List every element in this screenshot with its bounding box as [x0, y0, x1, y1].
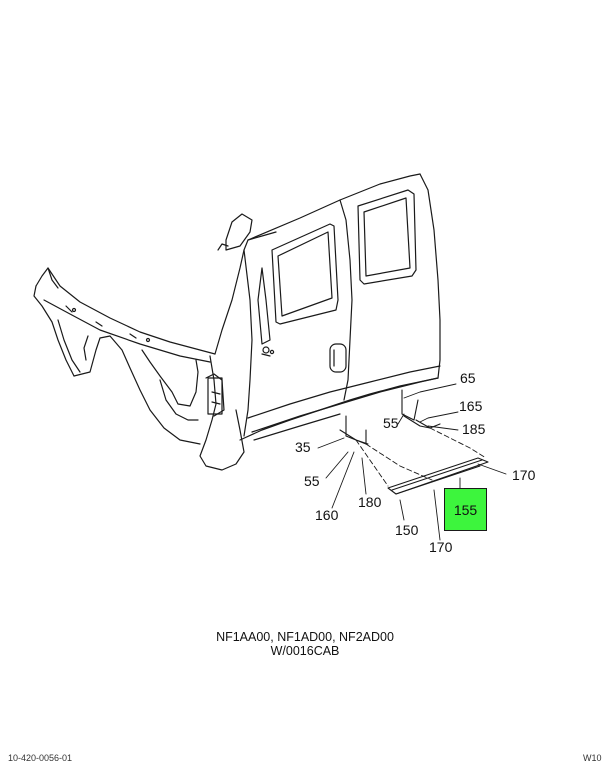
front-cowl-frame — [33, 267, 216, 445]
door-handle — [261, 343, 347, 373]
a-pillar-door-frame — [199, 213, 277, 471]
cab-code-caption: W/0016CAB — [270, 644, 340, 658]
callout-160: 160 — [315, 507, 339, 523]
callout-170-bottom: 170 — [429, 539, 453, 555]
callout-35: 35 — [295, 439, 311, 455]
exploded-view-lines — [355, 427, 487, 487]
callout-185: 185 — [462, 421, 486, 437]
page-marker: W10 — [583, 753, 602, 763]
callout-155-highlighted[interactable]: 155 — [444, 488, 487, 531]
callout-leader-lines — [317, 383, 507, 541]
callout-155-label: 155 — [453, 501, 478, 518]
cab-body — [239, 173, 441, 441]
model-codes-caption: NF1AA00, NF1AD00, NF2AD00 — [216, 630, 394, 644]
callout-170-right: 170 — [512, 467, 536, 483]
front-door-window — [257, 223, 339, 345]
callout-180: 180 — [358, 494, 382, 510]
callout-165: 165 — [459, 398, 483, 414]
callout-55-right: 55 — [383, 415, 399, 431]
figure-number: 10-420-0056-01 — [8, 753, 73, 763]
callout-150: 150 — [395, 522, 419, 538]
rear-window — [357, 189, 417, 285]
callout-65: 65 — [460, 370, 476, 386]
callout-55-left: 55 — [304, 473, 320, 489]
side-skirt-assembly — [339, 389, 489, 495]
